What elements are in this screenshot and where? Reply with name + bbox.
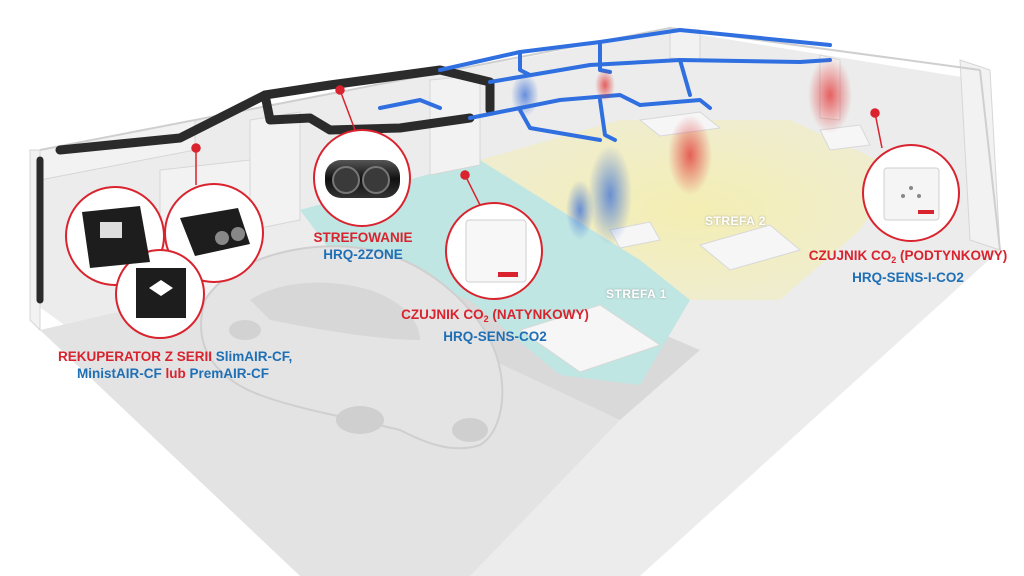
- co2-wall-model: HRQ-SENS-CO2: [443, 329, 547, 344]
- recuperator-line1: REKUPERATOR Z SERII SlimAIR-CF,: [58, 349, 293, 364]
- zone2-floor: [480, 120, 900, 300]
- zoning-model: HRQ-2ZONE: [323, 247, 403, 262]
- car: [200, 245, 504, 450]
- co2-flush-callout: CZUJNIK CO2 (PODTYNKOWY) HRQ-SENS-I-CO2: [808, 247, 1008, 286]
- co2-flush-sensor: [862, 144, 960, 242]
- co2-wall-callout: CZUJNIK CO2 (NATYNKOWY) HRQ-SENS-CO2: [400, 306, 590, 345]
- zoning-callout: STREFOWANIE HRQ-2ZONE: [308, 229, 418, 263]
- co2-flush-title: CZUJNIK CO2 (PODTYNKOWY): [808, 248, 1008, 265]
- co2-wall-title: CZUJNIK CO2 (NATYNKOWY): [401, 307, 589, 324]
- zoning-title: STREFOWANIE: [313, 230, 413, 245]
- zone2-label: STREFA 2: [705, 214, 766, 228]
- co2-wall-sensor: [445, 202, 543, 300]
- garage-floor: [40, 270, 620, 576]
- zoning-damper-unit: [313, 129, 411, 227]
- air-streams: [511, 57, 852, 245]
- recuperator-line2: MinistAIR-CF lub PremAIR-CF: [76, 366, 269, 381]
- recuperator-callout: REKUPERATOR Z SERII SlimAIR-CF, MinistAI…: [58, 348, 293, 382]
- recuperator-units: [65, 183, 264, 339]
- interior-furniture: [518, 111, 871, 373]
- wall-edges: [39, 26, 1001, 251]
- co2-flush-model: HRQ-SENS-I-CO2: [852, 270, 964, 285]
- callout-leaders: [191, 85, 883, 206]
- zone1-label: STREFA 1: [606, 287, 667, 301]
